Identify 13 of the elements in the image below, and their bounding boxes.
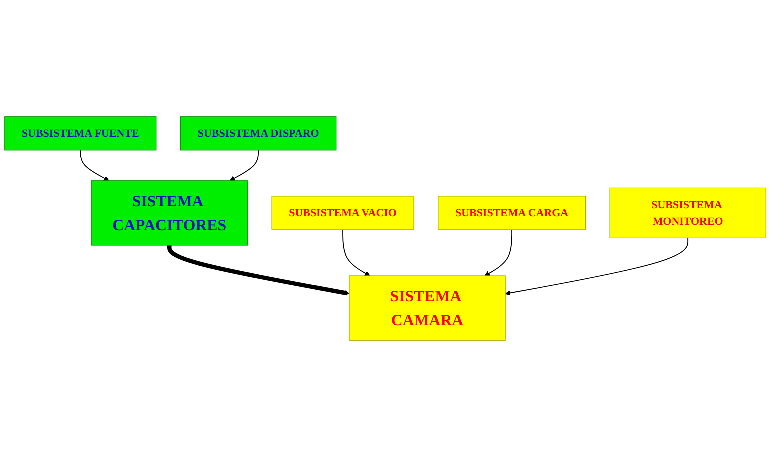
arrow xyxy=(505,238,689,296)
arrow xyxy=(230,150,260,182)
arrow xyxy=(484,230,512,276)
node-box: SUBSISTEMA MONITOREO xyxy=(610,188,766,239)
arrow xyxy=(168,246,350,296)
arrow xyxy=(80,150,110,182)
node-box: SUBSISTEMA FUENTE xyxy=(4,116,157,151)
node-box: SUBSISTEMA DISPARO xyxy=(180,116,337,151)
node-box: SUBSISTEMA CARGA xyxy=(438,196,586,231)
node-box: SUBSISTEMA VACIO xyxy=(272,196,414,231)
arrow xyxy=(342,230,370,276)
node-box: SISTEMA CAMARA xyxy=(349,276,506,342)
node-box: SISTEMA CAPACITORES xyxy=(91,180,248,246)
